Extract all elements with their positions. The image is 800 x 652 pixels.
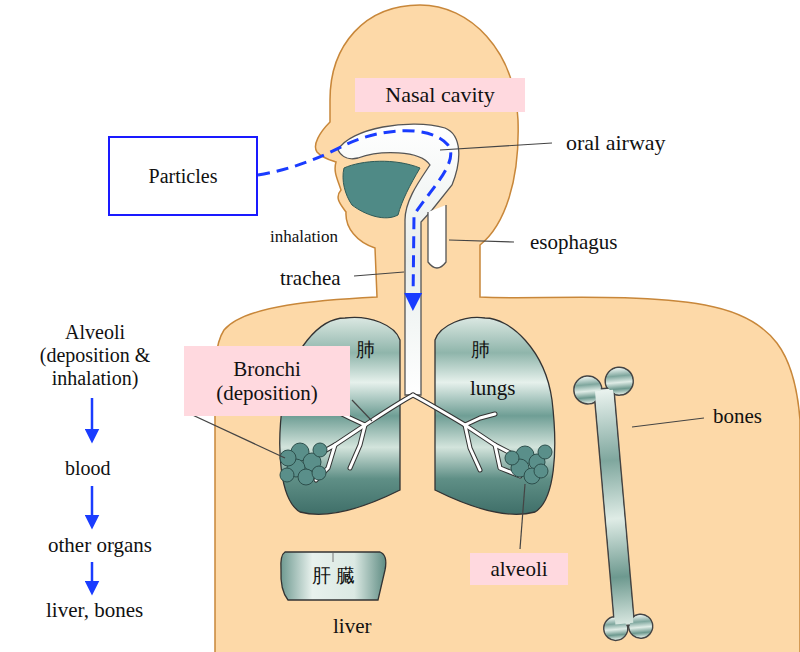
part-label: 肝 臓 (312, 565, 355, 587)
part-label: esophagus (530, 230, 618, 254)
highlight-box: Bronchi (deposition) (184, 346, 350, 416)
part-label: liver, bones (46, 598, 143, 622)
part-label: bones (713, 404, 762, 428)
box-text: Nasal cavity (385, 82, 494, 107)
part-label: lungs (470, 376, 516, 400)
part-label: trachea (280, 266, 341, 290)
box-text: alveoli (490, 557, 547, 581)
part-label: other organs (48, 533, 152, 557)
alveoli-cluster (280, 443, 327, 485)
bone-shape (572, 366, 655, 642)
flow-arrow (91, 398, 94, 588)
part-label: 肺 (471, 339, 490, 361)
liver-organ (281, 552, 386, 600)
alveoli-cluster (505, 445, 552, 484)
body-outline (215, 5, 800, 652)
box-text: Bronchi (deposition) (192, 357, 342, 405)
part-label: blood (65, 457, 111, 480)
part-label: inhalation (270, 227, 338, 247)
part-label: 肺 (356, 339, 375, 361)
source-box: Particles (108, 136, 258, 216)
part-label: Alveoli (deposition & inhalation) (39, 321, 151, 390)
highlight-box: alveoli (470, 553, 568, 585)
part-label: oral airway (566, 130, 666, 155)
liver-divider (333, 553, 334, 562)
esophagus-tube (428, 205, 446, 268)
box-text: Particles (149, 165, 218, 188)
inhalation-path (258, 131, 451, 302)
highlight-box: Nasal cavity (355, 78, 525, 112)
part-label: liver (333, 614, 371, 638)
